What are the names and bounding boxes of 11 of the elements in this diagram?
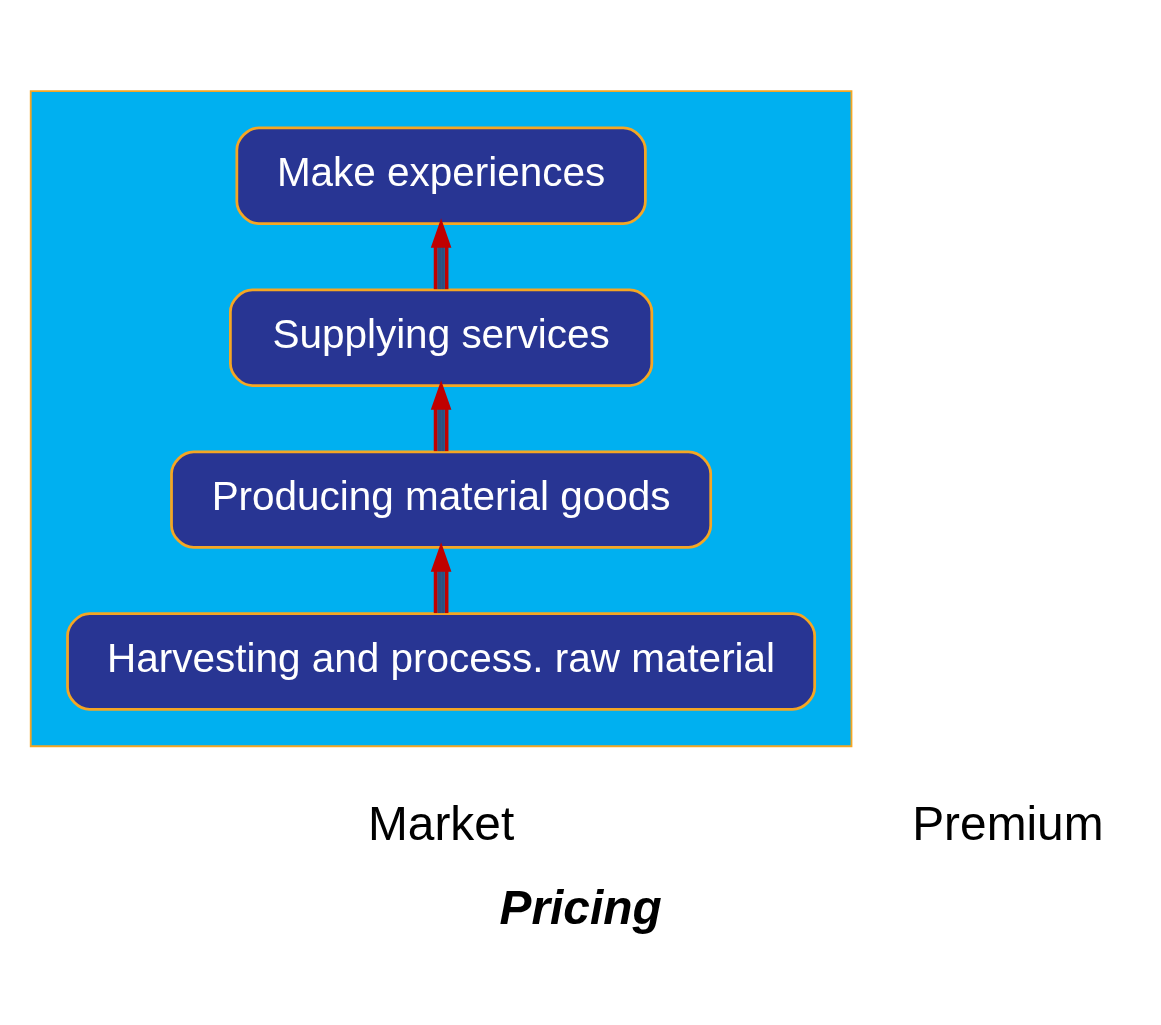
cluster (29, 90, 853, 748)
label: Market (368, 796, 515, 850)
node-box: Producing material goods (170, 450, 713, 549)
node-box: Harvesting and process. raw material (66, 612, 817, 711)
label: Premium (912, 796, 1104, 850)
caption: Pricing (499, 881, 662, 935)
arrow (430, 218, 452, 290)
node-box: Supplying services (229, 288, 654, 387)
arrow (430, 380, 452, 452)
node-box: Make experiences (235, 126, 647, 225)
arrow (430, 542, 452, 614)
